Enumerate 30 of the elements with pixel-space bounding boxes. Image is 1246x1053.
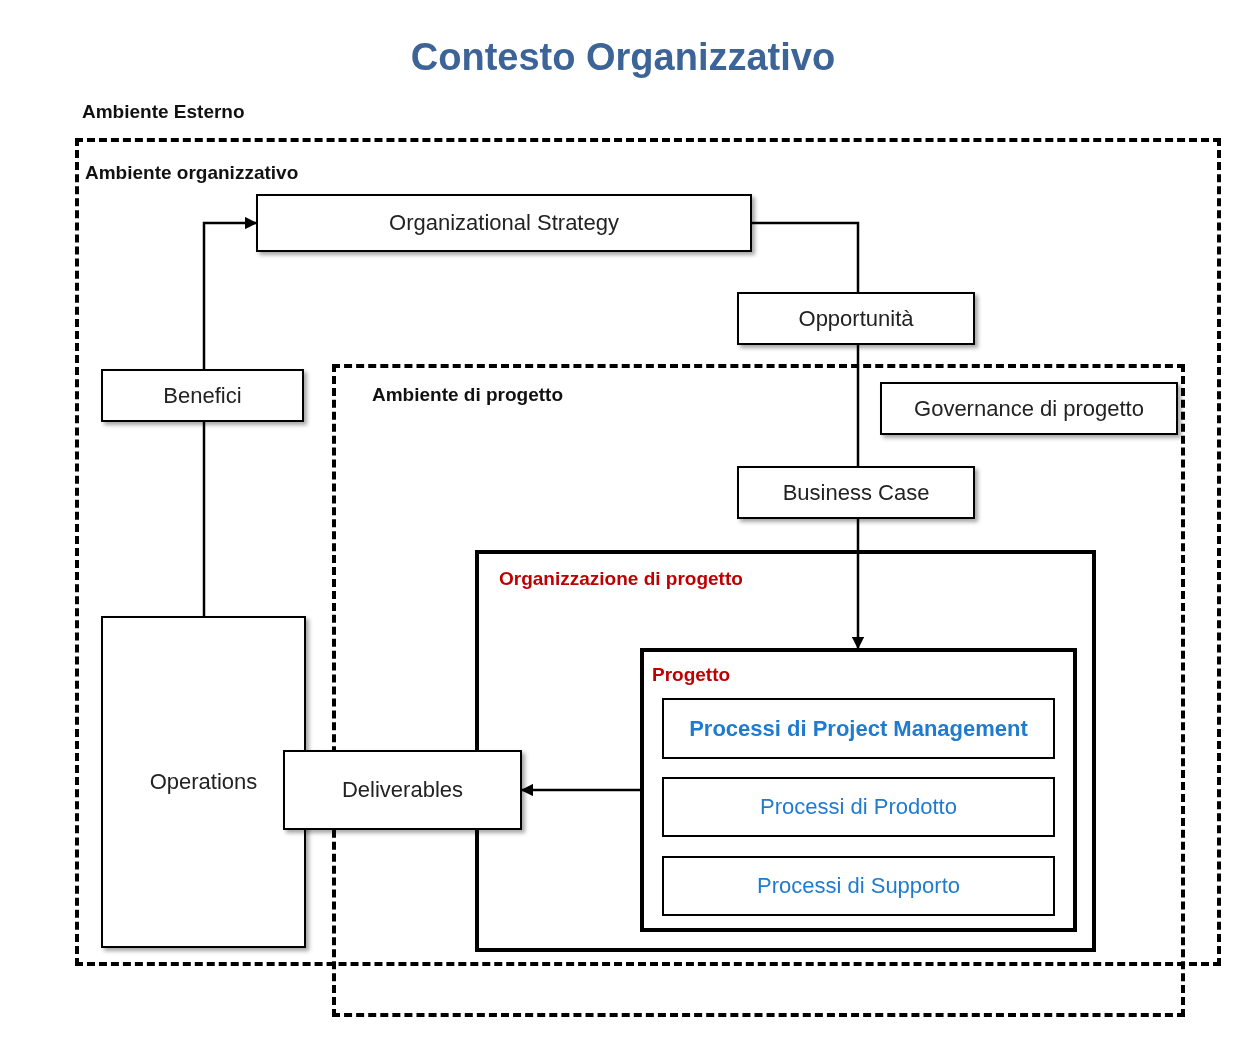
box-label: Deliverables [341,777,464,803]
box-label: Benefici [163,382,242,409]
region-heading: Ambiente Esterno [82,101,245,123]
box-label: Processi di Project Management [689,715,1028,742]
connector-arrow [851,519,865,650]
process-box [737,292,975,345]
connector-arrow [202,216,258,369]
process-box [101,369,304,422]
box-label: Processi di Supporto [757,873,960,899]
process-box [662,777,1055,837]
box-label: Opportunità [798,305,914,332]
box-label: Operations [149,769,258,795]
process-box [737,466,975,519]
box-label: Business Case [782,479,930,506]
region-heading: Organizzazione di progetto [499,568,743,590]
process-box [880,382,1178,435]
diagram-title: Contesto Organizzativo [409,36,837,79]
region-heading: Ambiente organizzativo [85,162,299,184]
box-label: Processi di Prodotto [760,794,957,820]
region-heading: Ambiente di progetto [372,384,564,406]
process-box [662,698,1055,759]
frame-region [475,550,1096,952]
process-box [256,194,752,252]
box-label: Governance di progetto [914,395,1144,422]
box-label: Organizational Strategy [389,210,619,236]
dashed-region [75,138,1221,966]
region-heading: Progetto [652,664,731,686]
process-box [101,616,306,948]
frame-region [640,648,1077,932]
process-box [662,856,1055,916]
